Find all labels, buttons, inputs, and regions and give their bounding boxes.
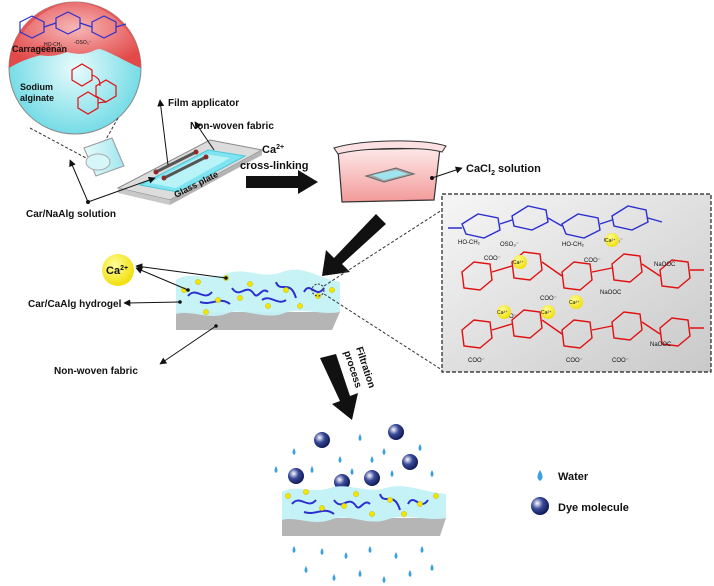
label-ca-ion: Ca2+ bbox=[262, 144, 284, 156]
arrow-down-left-shape bbox=[322, 214, 386, 276]
pointer-beaker bbox=[69, 159, 89, 203]
crosslinking-arrow: Ca2+ cross-linking bbox=[240, 144, 318, 194]
chem-ca-4: Ca²⁺ bbox=[497, 310, 508, 316]
alginate-chain-row2 bbox=[461, 309, 704, 349]
label-car-caalg-hydrogel: Car/CaAlg hydrogel bbox=[28, 299, 122, 310]
polymer-chains-middle bbox=[187, 281, 325, 305]
label-nonwoven-bottom: Non-woven fabric bbox=[54, 366, 138, 377]
polymer-magnifier: HO-CH₂ -OSO₃⁻ Carrageenan Sodium alginat… bbox=[8, 1, 142, 159]
alginate-chain-row1 bbox=[461, 251, 704, 291]
chem-oso3-a: OSO₃⁻ bbox=[500, 242, 519, 248]
chem-coo-c: COO⁻ bbox=[540, 296, 557, 302]
hydrogel-membrane bbox=[176, 269, 340, 330]
chem-naooc-b: NaOOC bbox=[600, 290, 622, 296]
glass-plate bbox=[116, 139, 264, 205]
chem-coo-g: COO⁻ bbox=[612, 358, 629, 364]
filtration-arrow: Filtration process bbox=[320, 346, 377, 420]
label-nonwoven-top: Non-woven fabric bbox=[190, 121, 274, 132]
calcium-dots-bottom bbox=[285, 489, 439, 517]
label-car-naalg-solution: Car/NaAlg solution bbox=[26, 209, 116, 220]
film-applicator bbox=[153, 149, 209, 181]
chem-hoch2-a: HO-CH₂ bbox=[458, 240, 481, 246]
label-crosslinking: cross-linking bbox=[240, 160, 308, 172]
label-alginate: alginate bbox=[20, 93, 54, 103]
molecular-structure-panel: OSO₃⁻ OSO₃⁻ HO-CH₂ HO-CH₂ NaOOC NaOOC Na… bbox=[441, 193, 712, 373]
pointer-solution bbox=[87, 176, 156, 203]
alginate-mini-structure bbox=[71, 63, 117, 115]
legend: Water Dye molecule bbox=[531, 470, 629, 515]
chem-coo-b: COO⁻ bbox=[584, 258, 601, 264]
chem-hoch2-b: HO-CH₂ bbox=[562, 242, 585, 248]
cacl2-bath: CaCl2 solution bbox=[333, 140, 541, 203]
pointer-film-applicator bbox=[157, 99, 169, 166]
chem-ca-5: Ca²⁺ bbox=[541, 310, 552, 316]
chem-oso3-mini: -OSO₃⁻ bbox=[74, 40, 92, 46]
chem-coo-e: COO⁻ bbox=[468, 358, 485, 364]
chem-naooc-c: NaOOC bbox=[650, 342, 672, 348]
pointer-nonwoven-top bbox=[194, 121, 215, 151]
zoom-circle bbox=[311, 283, 325, 297]
calcium-ions-panel bbox=[497, 233, 619, 319]
dye-molecules bbox=[288, 424, 418, 490]
calcium-ion-bubble: Ca2+ bbox=[102, 254, 134, 286]
chem-ca-2: Ca²⁺ bbox=[605, 238, 616, 244]
label-sodium: Sodium bbox=[20, 82, 53, 92]
chem-hoch2-mini: HO-CH₂ bbox=[44, 42, 62, 48]
legend-water: Water bbox=[558, 471, 589, 483]
casting-step: Glass plate Film applicator Non-woven fa… bbox=[26, 98, 274, 220]
chem-ca-1: Ca²⁺ bbox=[513, 260, 524, 266]
chem-naooc-a: NaOOC bbox=[654, 262, 676, 268]
chem-ca-3: Ca²⁺ bbox=[569, 300, 580, 306]
label-carrageenan: Carrageenan bbox=[12, 44, 67, 54]
dye-molecule-icon bbox=[531, 497, 549, 515]
filtration-scene bbox=[274, 424, 446, 583]
carrageenan-mini-structure bbox=[19, 11, 127, 39]
arrow-right-shape bbox=[246, 170, 318, 194]
water-drops-bottom bbox=[292, 546, 434, 583]
label-film-applicator: Film applicator bbox=[168, 98, 239, 109]
legend-dye: Dye molecule bbox=[558, 502, 629, 514]
beaker bbox=[83, 137, 125, 177]
water-drop-icon bbox=[537, 470, 543, 481]
chem-coo-a: COO⁻ bbox=[484, 256, 501, 262]
water-drops-top bbox=[274, 434, 434, 477]
chem-coo-f: COO⁻ bbox=[566, 358, 583, 364]
label-cacl2-solution: CaCl2 solution bbox=[466, 163, 541, 177]
label-ca-bubble: Ca2+ bbox=[106, 265, 128, 277]
carrageenan-chain-panel bbox=[448, 205, 663, 239]
